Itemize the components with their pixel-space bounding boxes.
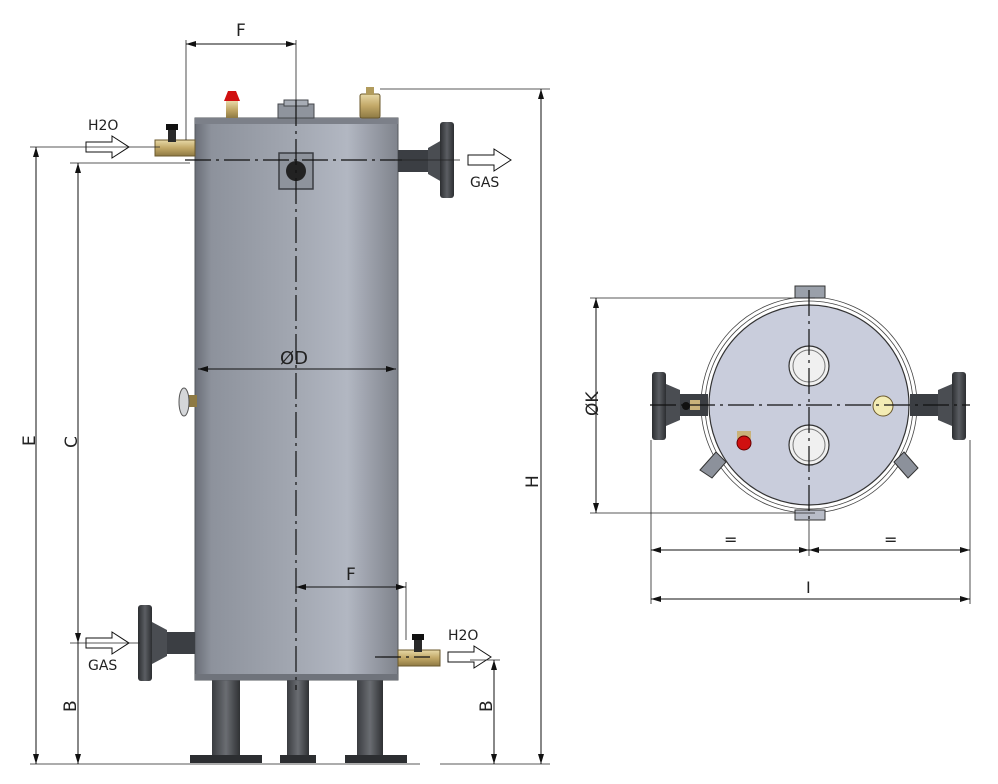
gas-inlet-flange (138, 605, 195, 681)
water-outlet-valve (397, 634, 441, 667)
water-inlet-valve (154, 124, 196, 157)
arrow-right-icon (467, 148, 512, 172)
dim-label-eq-left: = (724, 530, 737, 549)
flow-label-h2o-out: H2O (448, 628, 478, 644)
dim-label-B-right: B (477, 700, 497, 712)
flow-label-gas-in: GAS (88, 658, 117, 674)
air-vent-icon (359, 87, 381, 119)
dim-label-D: ØD (280, 348, 308, 369)
flow-label-gas-out: GAS (470, 175, 499, 191)
flow-label-h2o-in: H2O (88, 118, 118, 134)
dim-label-E: E (20, 435, 40, 446)
arrow-right-icon (447, 645, 492, 669)
right-flange (910, 372, 966, 440)
dim-label-K: ØK (583, 391, 603, 416)
dim-label-I: I (806, 578, 811, 597)
tank-legs (190, 677, 407, 763)
dim-label-H: H (523, 475, 543, 488)
dim-label-B-left: B (61, 700, 81, 712)
dim-label-C: C (62, 436, 82, 448)
left-flange (652, 372, 708, 440)
front-view: ØD F F H2O GAS GAS H2O (20, 21, 550, 765)
safety-valve-icon (224, 91, 240, 118)
vent-icon (872, 395, 894, 417)
dim-label-F-top: F (236, 21, 246, 41)
top-view: ØK = = I (583, 285, 971, 604)
dim-label-F-bottom: F (346, 565, 356, 585)
side-gauge-icon (178, 387, 197, 417)
red-valve-icon (736, 431, 752, 451)
dim-label-eq-right: = (884, 530, 897, 549)
